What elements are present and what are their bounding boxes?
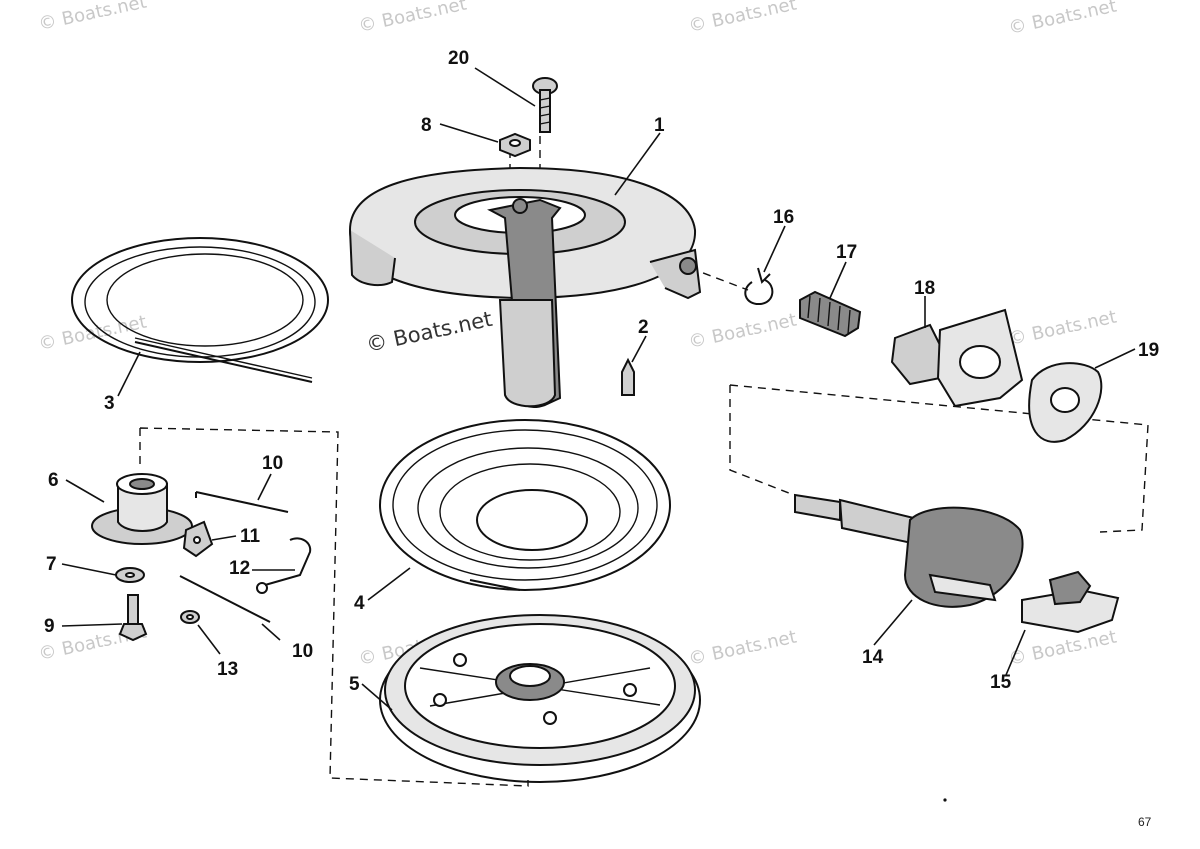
spring-clip-part-12 bbox=[256, 537, 312, 594]
callout-17: 17 bbox=[836, 242, 857, 263]
callout-9: 9 bbox=[44, 616, 55, 637]
callout-12: 12 bbox=[229, 558, 250, 579]
callout-5: 5 bbox=[349, 674, 360, 695]
watermark: © Boats.net bbox=[1007, 0, 1119, 39]
callout-15: 15 bbox=[990, 672, 1012, 693]
screw-part-20 bbox=[532, 77, 558, 133]
watermark: © Boats.net bbox=[357, 0, 469, 37]
anchor-part-15 bbox=[1021, 570, 1120, 634]
starter-handle-part-14 bbox=[794, 493, 1024, 608]
callout-20: 20 bbox=[448, 48, 469, 69]
bolt-part-9 bbox=[118, 594, 148, 642]
compression-spring-part-17 bbox=[799, 290, 862, 338]
callout-10-upper: 10 bbox=[262, 453, 283, 474]
washer-part-7 bbox=[115, 567, 145, 583]
callout-7: 7 bbox=[46, 554, 57, 575]
leader-lines bbox=[61, 67, 1136, 711]
callout-10-lower: 10 bbox=[292, 641, 313, 662]
page-number: 67 bbox=[1138, 815, 1152, 829]
rope-part-3 bbox=[71, 237, 329, 383]
callout-2: 2 bbox=[638, 317, 649, 338]
pawl-part-11 bbox=[182, 520, 214, 558]
watermark-center: © Boats.net bbox=[364, 307, 494, 357]
callout-8: 8 bbox=[421, 115, 432, 136]
handle-retainer-part-18 bbox=[890, 308, 1024, 408]
callout-3: 3 bbox=[104, 393, 115, 414]
watermark: © Boats.net bbox=[687, 310, 799, 353]
starter-housing-part-1 bbox=[348, 166, 702, 408]
link-part-10-lower bbox=[179, 575, 271, 623]
watermark: © Boats.net bbox=[37, 0, 149, 35]
watermark: © Boats.net bbox=[687, 0, 799, 37]
lock-washer-part-13 bbox=[180, 610, 200, 624]
hub-part-6 bbox=[91, 473, 193, 545]
watermark: © Boats.net bbox=[687, 627, 799, 670]
callout-labels: 20 8 1 2 3 4 5 6 7 9 10 10 11 12 13 14 1… bbox=[44, 48, 1159, 695]
callout-11: 11 bbox=[240, 526, 261, 547]
rewind-spring-part-4 bbox=[379, 419, 671, 591]
callout-16: 16 bbox=[773, 207, 794, 228]
watermark: © Boats.net bbox=[1007, 307, 1119, 350]
callout-14: 14 bbox=[862, 647, 884, 668]
callout-4: 4 bbox=[354, 593, 365, 614]
pin-part-2 bbox=[621, 357, 635, 396]
link-part-10-upper bbox=[195, 491, 289, 513]
callout-1: 1 bbox=[654, 115, 665, 136]
insert-part-19 bbox=[1028, 362, 1103, 443]
callout-18: 18 bbox=[914, 278, 935, 299]
callout-13: 13 bbox=[217, 659, 238, 680]
callout-6: 6 bbox=[48, 470, 59, 491]
callout-19: 19 bbox=[1138, 340, 1159, 361]
speck bbox=[943, 798, 947, 802]
retaining-clip-part-16 bbox=[744, 267, 774, 306]
nut-part-8 bbox=[499, 132, 531, 158]
pulley-part-5 bbox=[379, 614, 701, 783]
